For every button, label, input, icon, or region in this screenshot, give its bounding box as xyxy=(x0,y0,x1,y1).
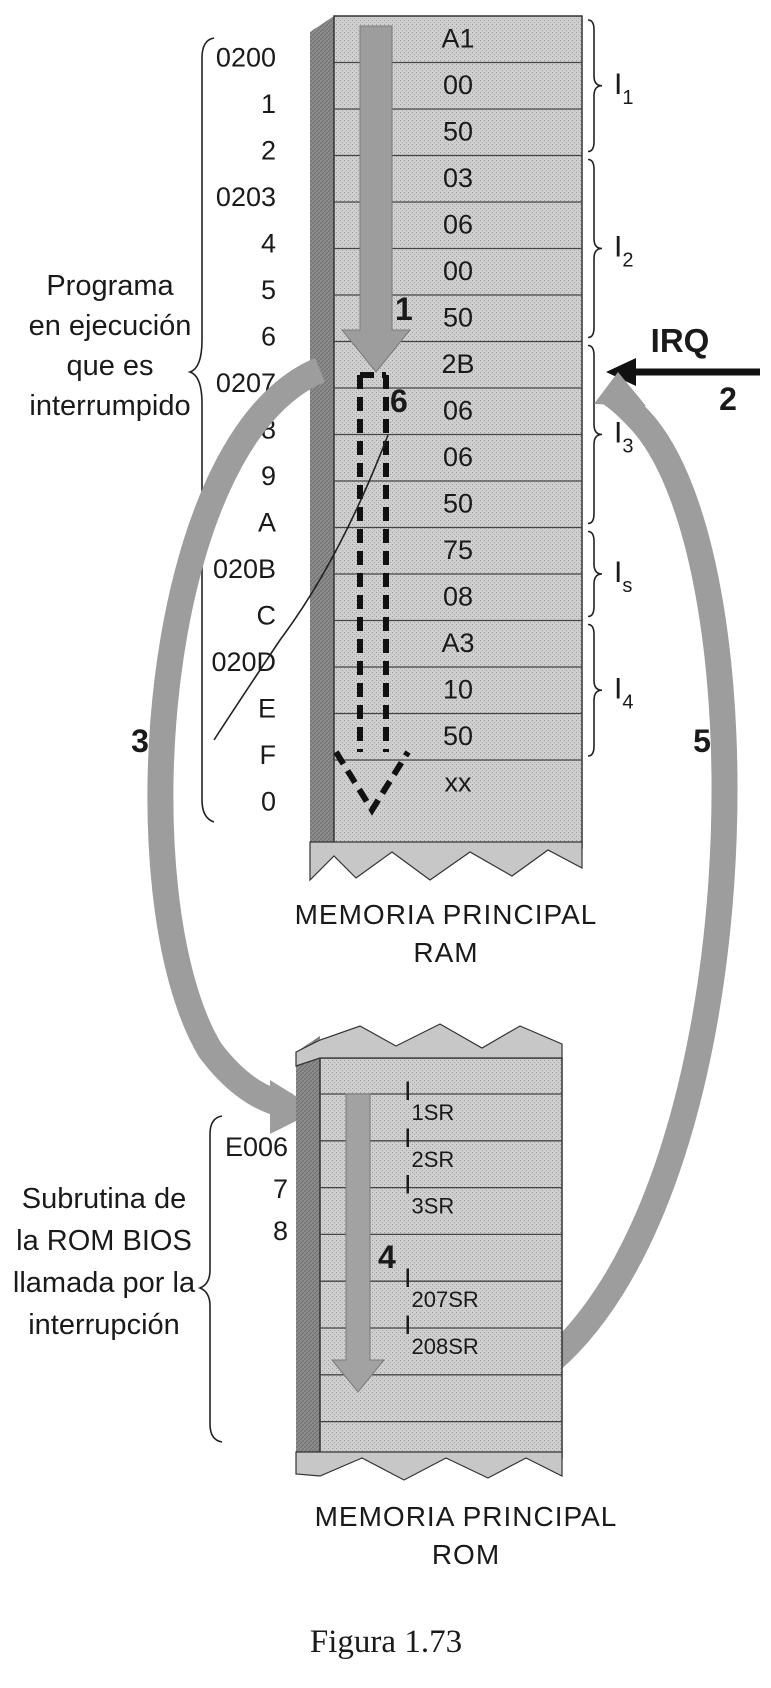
step-1-arrow xyxy=(340,25,412,373)
instruction-group-label: I2 xyxy=(614,231,633,272)
instruction-group-label: I3 xyxy=(614,417,633,458)
instruction-group-brace xyxy=(587,344,603,525)
ram-torn-edge xyxy=(309,841,583,882)
rom-address: E006 xyxy=(225,1132,288,1162)
ram-address: 6 xyxy=(261,322,276,352)
rom-address: 8 xyxy=(273,1216,288,1246)
ram-cell: 10 xyxy=(443,675,473,705)
ram-cell: A3 xyxy=(441,628,474,658)
ram-address: A xyxy=(258,508,276,538)
rom-cell: I3SR xyxy=(404,1170,454,1219)
instruction-group-brace xyxy=(587,19,603,153)
step-6-label: 6 xyxy=(390,383,408,419)
program-label-line-3: que es xyxy=(66,350,153,382)
rom-title-line-2: ROM xyxy=(432,1539,500,1570)
ram-address: 020B xyxy=(213,554,276,584)
ram-cell: 00 xyxy=(443,256,473,286)
step-4-arrow xyxy=(330,1093,386,1393)
step-3-arrow xyxy=(147,357,326,1134)
ram-cell: 08 xyxy=(443,582,473,612)
ram-cell: 06 xyxy=(443,442,473,472)
program-label-line-4: interrumpido xyxy=(29,390,190,422)
rom-addresses: E006 7 8 xyxy=(225,1132,288,1246)
ram-cell: 03 xyxy=(443,163,473,193)
ram-cell: A1 xyxy=(441,24,474,54)
subroutine-label-line-2: la ROM BIOS xyxy=(16,1225,192,1257)
rom-cell: I1SR xyxy=(404,1076,454,1125)
ram-cell: 50 xyxy=(443,721,473,751)
pointer-line xyxy=(213,434,389,741)
ram-row-dividers xyxy=(334,61,582,761)
rom-cell: I2SR xyxy=(404,1123,454,1172)
program-brace xyxy=(187,37,215,823)
subroutine-label-line-1: Subrutina de xyxy=(22,1183,186,1215)
ram-address: 4 xyxy=(261,229,276,259)
step-1-label: 1 xyxy=(395,291,413,327)
instruction-group-brace xyxy=(587,623,603,757)
ram-cell: 75 xyxy=(443,535,473,565)
ram-address: 0 xyxy=(261,787,276,817)
instruction-group-label: I1 xyxy=(614,68,633,109)
rom-side xyxy=(296,1036,320,1474)
figure-caption: Figura 1.73 xyxy=(310,1624,462,1660)
ram-cell: 06 xyxy=(443,396,473,426)
step-3-label: 3 xyxy=(131,723,149,759)
ram-address: 5 xyxy=(261,275,276,305)
step-5-arrow xyxy=(532,372,738,1381)
program-label: Programa en ejecución que es interrumpid… xyxy=(29,270,192,422)
rom-title-line-1: MEMORIA PRINCIPAL xyxy=(315,1501,618,1532)
subroutine-label: Subrutina de la ROM BIOS llamada por la … xyxy=(13,1183,196,1341)
ram-address: 0203 xyxy=(216,182,276,212)
step-5-label: 5 xyxy=(693,723,711,759)
ram-cell: xx xyxy=(445,768,473,798)
ram-side xyxy=(310,16,334,880)
ram-address: 1 xyxy=(261,89,276,119)
rom-cell: I208SR xyxy=(404,1310,479,1359)
ram-title-line-1: MEMORIA PRINCIPAL xyxy=(295,899,598,930)
ram-cell: 00 xyxy=(443,70,473,100)
instruction-group-brace xyxy=(587,530,603,618)
subroutine-brace xyxy=(197,1115,223,1443)
ram-address: C xyxy=(257,601,277,631)
ram-address: E xyxy=(258,694,276,724)
irq-arrow xyxy=(606,358,760,386)
ram-cell: 50 xyxy=(443,489,473,519)
ram-cell: 06 xyxy=(443,210,473,240)
ram-cell: 2B xyxy=(441,349,474,379)
subroutine-label-line-3: llamada por la xyxy=(13,1267,196,1299)
ram-cell: 50 xyxy=(443,303,473,333)
step-2-label: 2 xyxy=(719,381,737,417)
ram-title-line-2: RAM xyxy=(413,937,478,968)
ram-address: 0200 xyxy=(216,43,276,73)
subroutine-label-line-4: interrupción xyxy=(28,1309,180,1341)
step-6-dashed-arrow xyxy=(333,372,411,816)
ram-address: 9 xyxy=(261,461,276,491)
instruction-group-label: Is xyxy=(614,556,632,597)
rom-address: 7 xyxy=(273,1174,288,1204)
instruction-group-label: I4 xyxy=(614,672,633,713)
rom-bottom-torn-edge xyxy=(295,1451,563,1481)
ram-cell: 50 xyxy=(443,117,473,147)
rom-cell: I207SR xyxy=(404,1263,479,1312)
program-label-line-1: Programa xyxy=(46,270,174,302)
instruction-group-brace xyxy=(587,158,603,339)
irq-label: IRQ xyxy=(651,322,710,359)
program-label-line-2: en ejecución xyxy=(29,310,192,342)
ram-address: F xyxy=(260,740,277,770)
step-4-label: 4 xyxy=(378,1239,396,1275)
rom-top-torn-edge xyxy=(295,1023,563,1067)
ram-address: 2 xyxy=(261,136,276,166)
